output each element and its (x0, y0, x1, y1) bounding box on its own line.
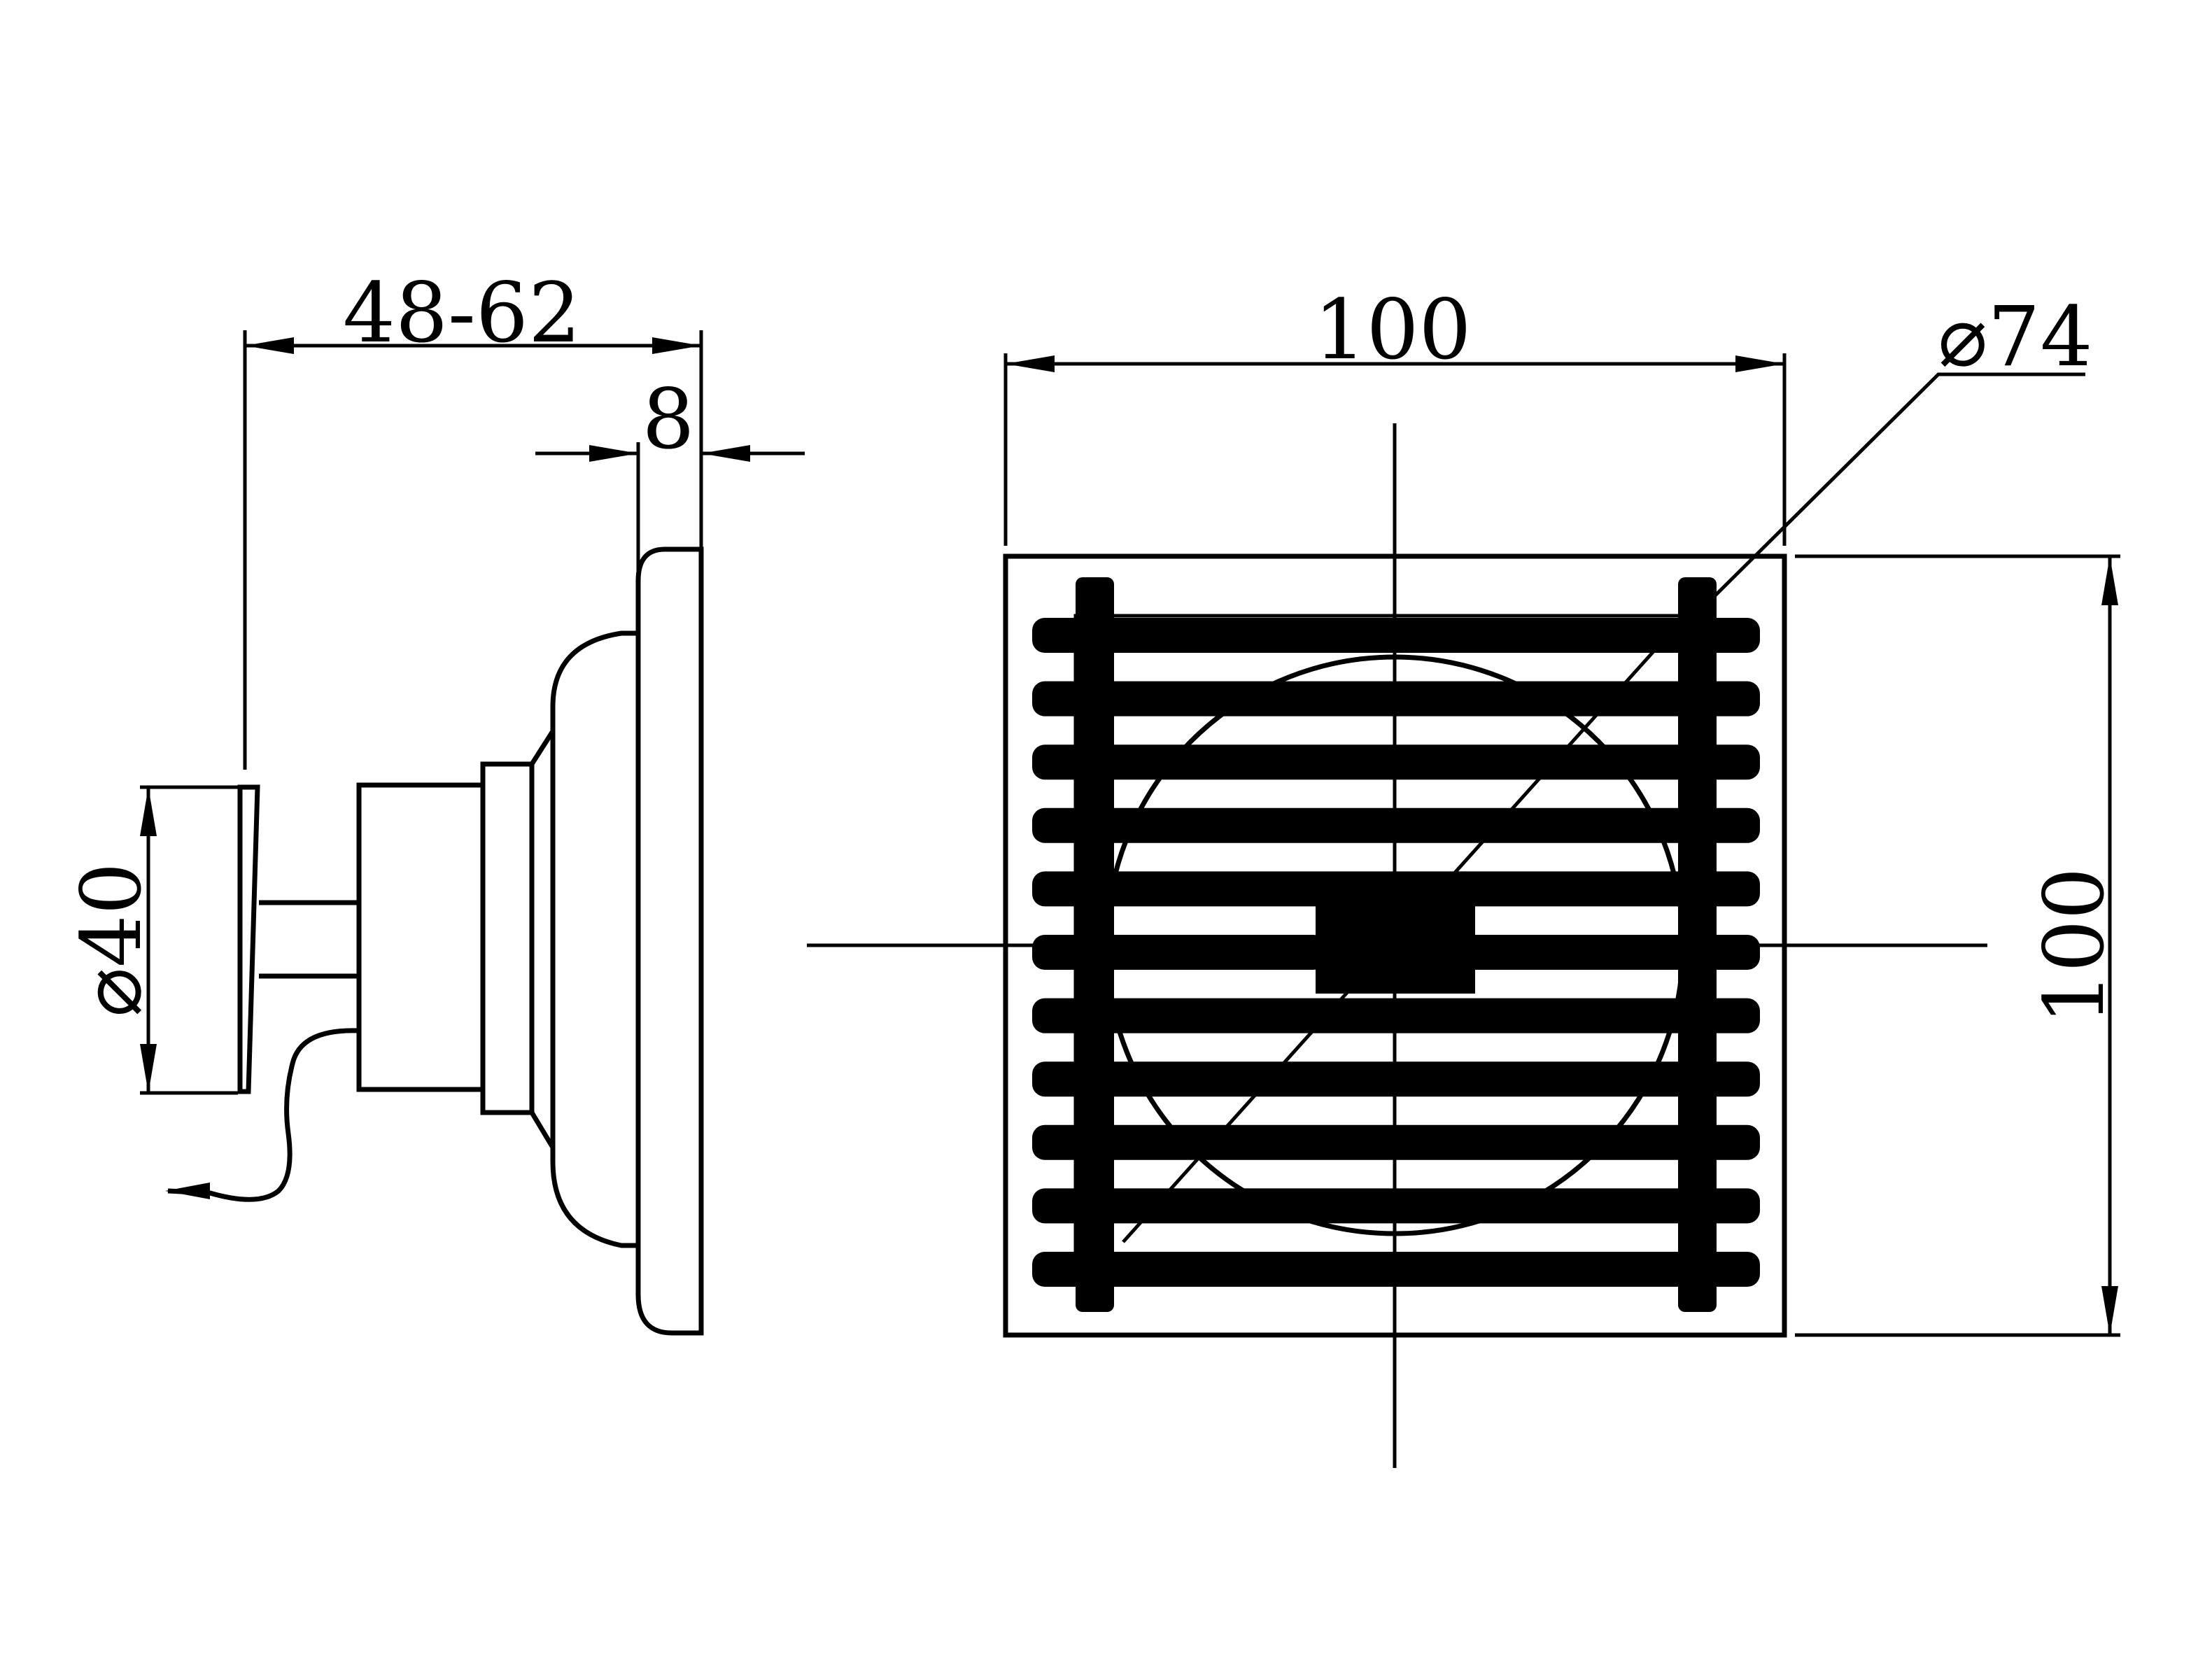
arrowhead (140, 787, 157, 836)
grate-bar (1032, 1188, 1760, 1224)
grate-rail-left (1076, 577, 1114, 1312)
arrowhead (652, 337, 701, 354)
grate-bar (1032, 618, 1760, 653)
flow-arrowhead (165, 1183, 210, 1199)
arrowhead (2101, 556, 2118, 605)
grate-bar (1032, 1124, 1760, 1160)
diameter-leader-line (1707, 372, 2085, 603)
grate-bar (1032, 998, 1760, 1033)
outlet-disc (237, 784, 260, 1094)
arrowhead (1735, 355, 1784, 372)
grate-bar (1032, 744, 1760, 780)
drain-body (550, 630, 638, 1248)
neck-taper (529, 730, 556, 1149)
grate-bar (1032, 681, 1760, 717)
outlet-diameter-label: ⌀40 (63, 862, 160, 1017)
height-dimension-label: 100 (2026, 867, 2122, 1024)
arrowhead (2101, 1286, 2118, 1335)
grate-bar (1032, 807, 1760, 843)
flange-thickness-label: 8 (642, 371, 694, 467)
arrowhead (1006, 355, 1055, 372)
arrowhead (245, 337, 294, 354)
flow-arrow (167, 1028, 360, 1202)
grate-bar (1032, 871, 1760, 907)
side-view: 48-62 8 ⌀40 (63, 264, 805, 1336)
length-dimension-label: 48-62 (343, 264, 581, 361)
flange-plate (635, 546, 704, 1336)
top-view: 100 100 ⌀74 (807, 281, 2122, 1468)
grate-bars (1032, 618, 1760, 1287)
arrowhead (589, 445, 638, 462)
pipe-body (356, 782, 486, 1092)
square-plate (1003, 553, 1787, 1338)
center-hub (1316, 896, 1475, 994)
grate-bar (1032, 1061, 1760, 1097)
collar (480, 761, 535, 1115)
grate-bar (1032, 1252, 1760, 1287)
arrowhead (701, 445, 750, 462)
grate-rail-right (1678, 577, 1717, 1312)
arrowhead (140, 1044, 157, 1093)
width-dimension-label: 100 (1313, 281, 1471, 378)
body-diameter-label: ⌀74 (1938, 288, 2092, 385)
